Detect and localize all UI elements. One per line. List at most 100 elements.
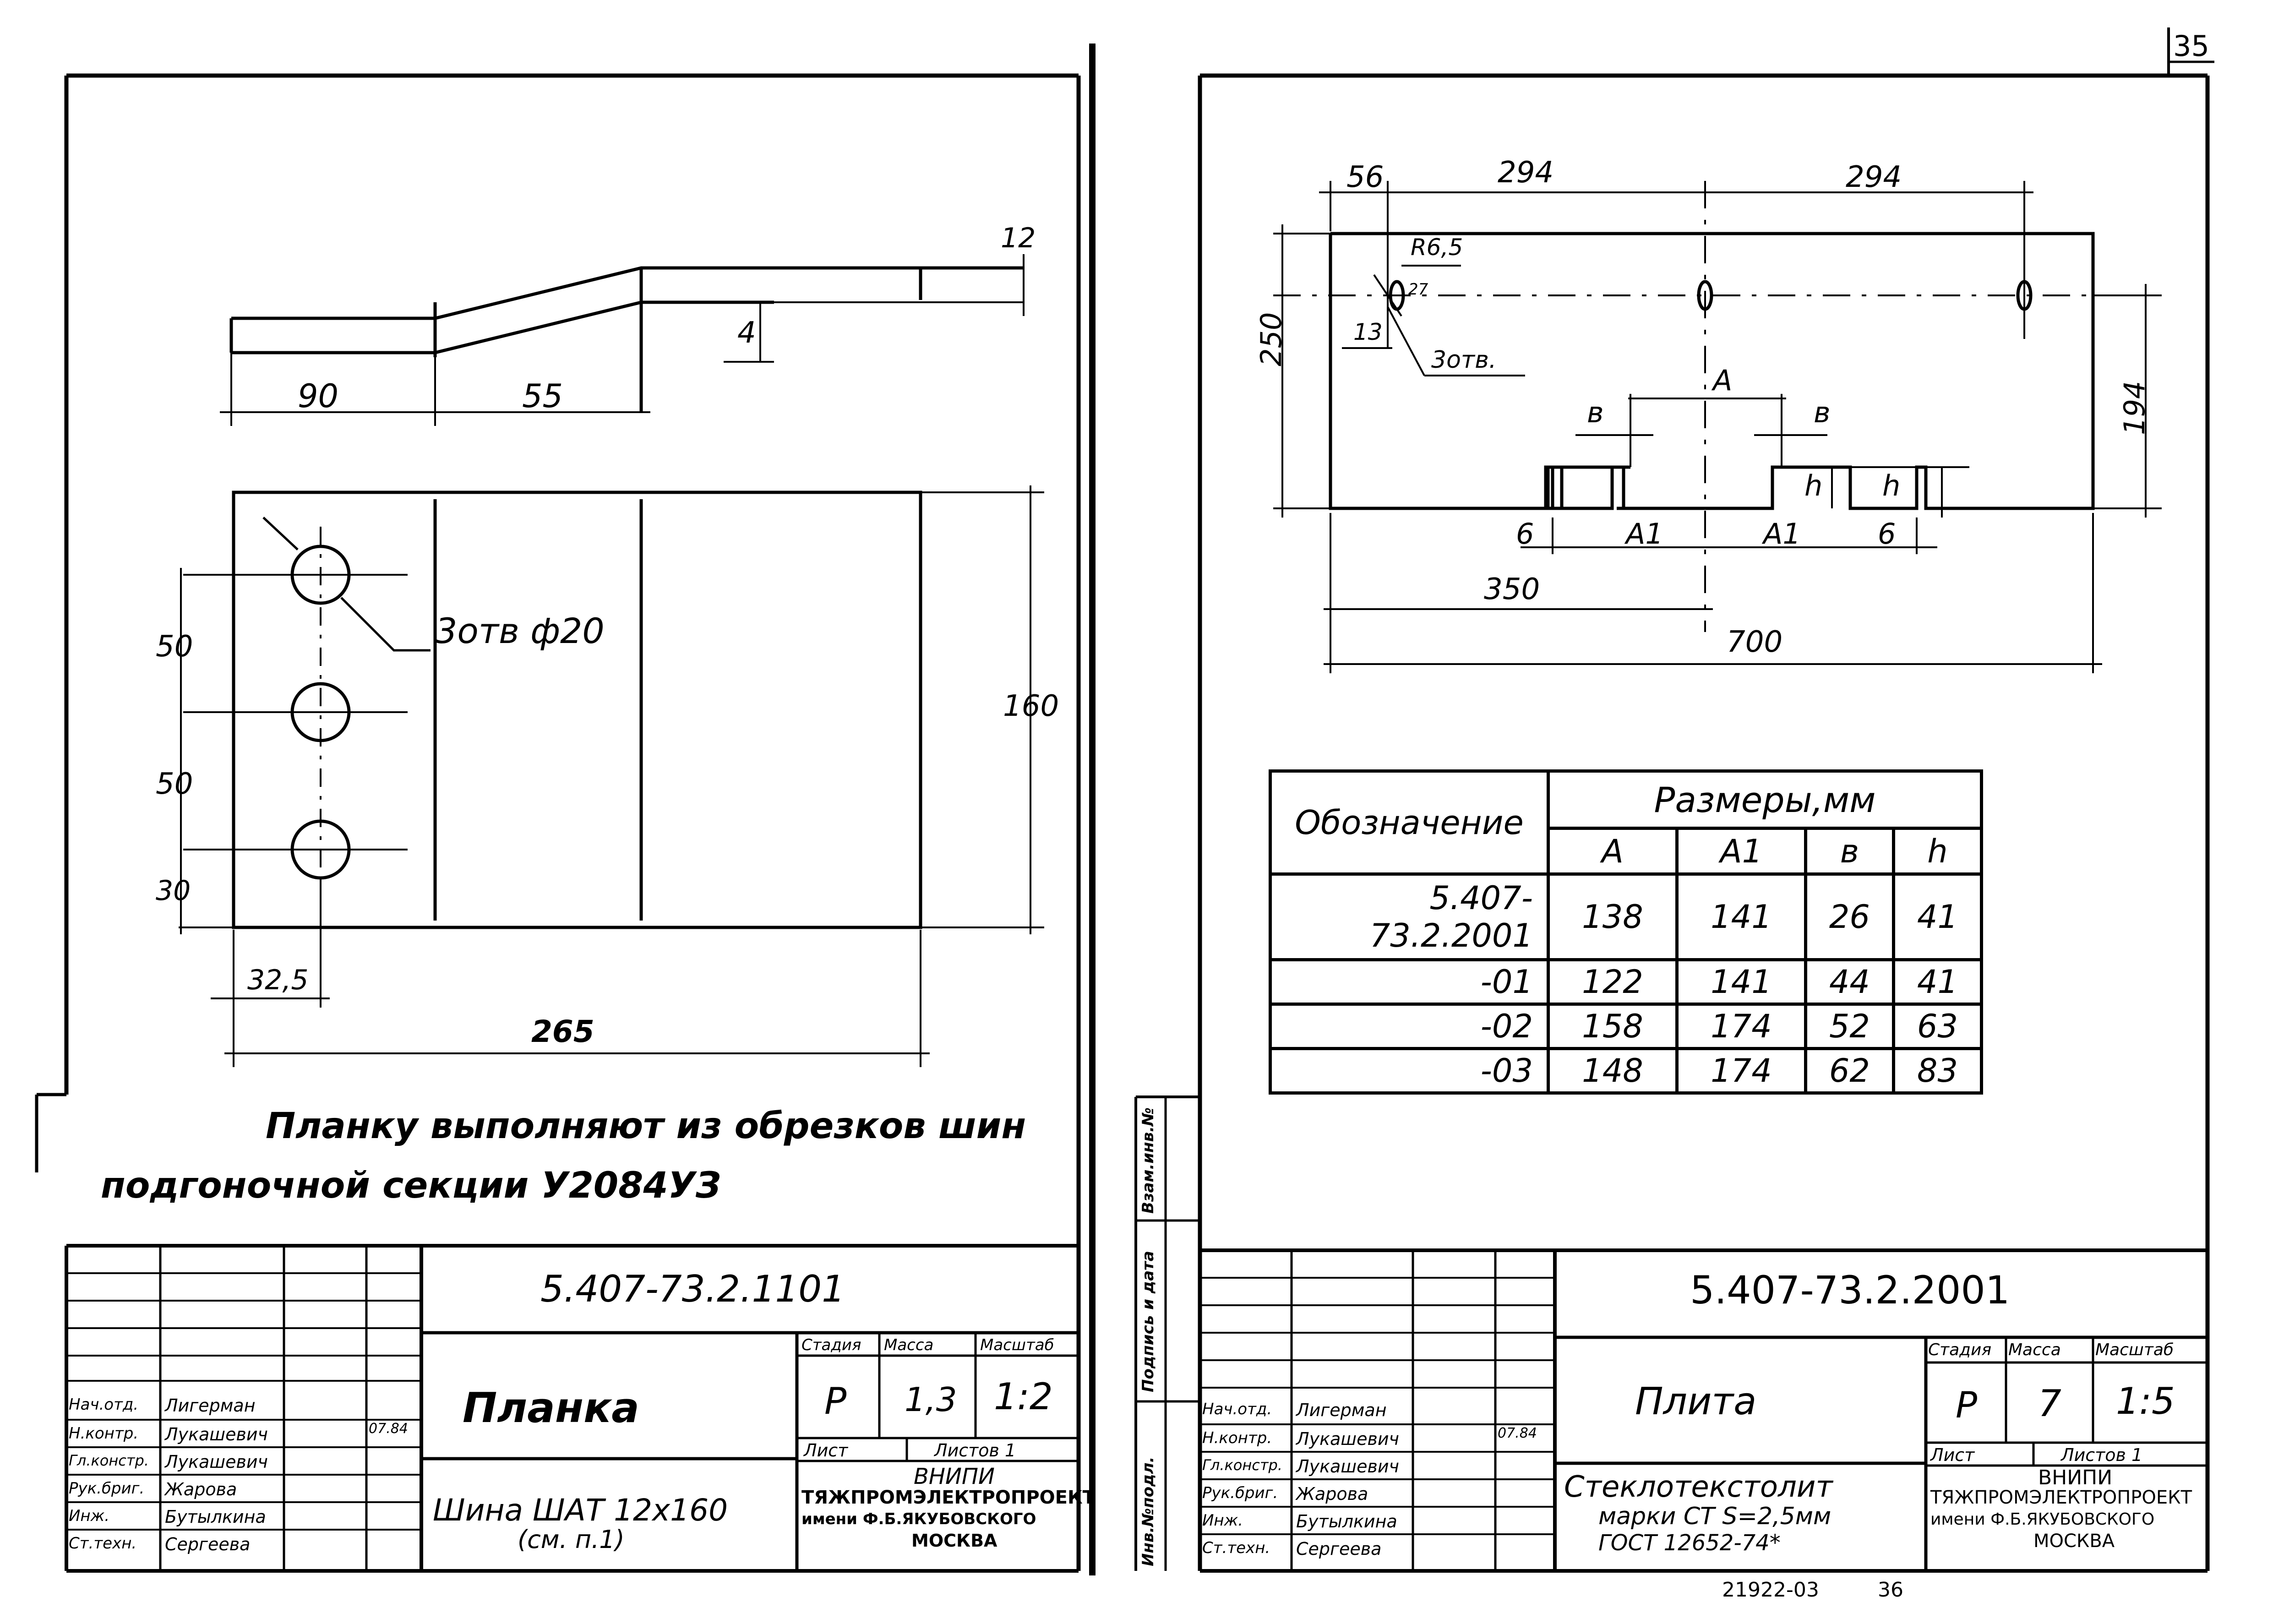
right-org-1: ВНИПИ [2038,1466,2113,1489]
row-name: -02 [1269,1002,1550,1050]
dim-50b: 50 [156,767,193,801]
dim-12: 12 [1001,222,1036,254]
right-org-4: МОСКВА [2033,1531,2115,1552]
cell: 63 [1891,1002,1984,1050]
left-title-grid [65,1244,1079,1573]
staff-role: Нач.отд. [69,1395,139,1414]
left-scale: 1:2 [994,1375,1053,1418]
cell: 122 [1547,958,1679,1006]
left-date: 07.84 [369,1421,408,1437]
staff-name: Лукашевич [165,1452,268,1472]
right-sheets: Листов 1 [2061,1445,2143,1465]
table-row: -01 122 141 44 41 [1269,958,1984,1006]
right-material-3: ГОСТ 12652-74* [1598,1530,1781,1556]
left-org-1: ВНИПИ [914,1464,995,1489]
cell: 62 [1804,1046,1895,1095]
dim-r6-5: R6,5 [1411,234,1463,261]
cell: 138 [1547,872,1679,961]
right-title-grid [1200,1248,2208,1573]
side-label-inv: Инв.№подл. [1139,1456,1157,1566]
staff-name: Бутылкина [165,1507,266,1527]
right-date: 07.84 [1498,1425,1537,1441]
right-hdr-stage: Стадия [1928,1341,1992,1359]
dim-194: 194 [2118,381,2151,435]
dim-32-5: 32,5 [247,964,309,996]
row-name: -03 [1269,1046,1550,1095]
left-stage: Р [824,1380,847,1422]
staff-role: Ст.техн. [69,1534,137,1553]
right-material-1: Стеклотекстолит [1564,1470,1833,1504]
staff-name: Жарова [1296,1484,1368,1504]
dim-700: 700 [1727,625,1783,659]
staff-role: Инж. [1202,1511,1243,1530]
left-frame [35,73,1081,1571]
dim-90: 90 [298,377,339,415]
cell: 41 [1891,958,1984,1006]
table-row: 5.407-73.2.2001 138 141 26 41 [1269,872,1984,961]
col-header: A1 [1675,827,1807,876]
left-sheet: Лист [804,1440,848,1461]
right-mass: 7 [2038,1382,2061,1425]
dim-b2: в [1814,396,1831,429]
staff-name: Сергеева [165,1534,251,1554]
staff-role: Рук.бриг. [1202,1484,1278,1502]
col-designation: Обозначение [1269,769,1550,876]
holes-label: 3отв ф20 [435,610,605,651]
dim-6b: 6 [1878,517,1896,550]
dim-h1: h [1804,469,1823,502]
dim-265: 265 [531,1014,594,1049]
group-header: Размеры,мм [1547,769,1983,830]
dim-160: 160 [1003,689,1059,723]
right-org-3: имени Ф.Б.ЯКУБОВСКОГО [1930,1510,2155,1529]
staff-role: Гл.констр. [1202,1456,1282,1474]
right-hdr-scale: Масштаб [2095,1341,2174,1359]
cell: 41 [1891,872,1984,961]
right-material-2: марки СТ S=2,5мм [1598,1503,1831,1530]
dim-6a: 6 [1516,517,1534,550]
dim-30: 30 [156,875,191,907]
cell: 26 [1804,872,1895,961]
right-org-2: ТЯЖПРОМЭЛЕКТРОПРОЕКТ [1930,1487,2192,1508]
left-mass: 1,3 [905,1380,957,1419]
right-part-name: Плита [1635,1380,1757,1423]
left-org-3: имени Ф.Б.ЯКУБОВСКОГО [801,1510,1036,1528]
right-scale: 1:5 [2116,1380,2175,1422]
staff-name: Лукашевич [165,1424,268,1444]
cell: 174 [1675,1046,1807,1095]
left-org-2: ТЯЖПРОМЭЛЕКТРОПРОЕКТ [801,1487,1095,1508]
footer-page: 36 [1878,1578,1903,1602]
left-material-1: Шина ШАТ 12х160 [433,1493,728,1528]
table-row: -02 158 174 52 63 [1269,1002,1984,1050]
cell: 158 [1547,1002,1679,1050]
staff-role: Нач.отд. [1202,1400,1272,1418]
dim-294b: 294 [1846,160,1902,194]
side-label-replace: Взам.инв.№ [1139,1107,1157,1214]
dim-a: A [1713,364,1733,397]
dim-h2: h [1882,469,1901,502]
staff-role: Гл.констр. [69,1452,149,1469]
staff-name: Бутылкина [1296,1511,1397,1531]
page-number: 35 [2173,29,2209,63]
right-hdr-mass: Масса [2008,1341,2061,1359]
right-frame [1134,27,2214,1571]
row-name: 5.407-73.2.2001 [1269,872,1550,961]
cell: 83 [1891,1046,1984,1095]
staff-name: Жарова [165,1479,237,1499]
dim-250: 250 [1254,312,1288,366]
col-header: в [1804,827,1895,876]
dim-13: 13 [1353,319,1383,345]
dim-294a: 294 [1498,156,1554,190]
dim-50a: 50 [156,630,193,664]
staff-name: Лукашевич [1296,1456,1399,1477]
left-doc-code: 5.407-73.2.1101 [540,1268,845,1310]
note-line-1: Планку выполняют из обрезков шин [266,1106,1026,1147]
left-hdr-mass: Масса [884,1336,934,1354]
busbar-profile [220,254,1025,426]
plank-plan [179,485,1044,1067]
cell: 141 [1675,872,1807,961]
dim-a1a: A1 [1626,517,1663,550]
left-hdr-scale: Масштаб [980,1336,1054,1354]
left-sheets: Листов 1 [934,1440,1016,1461]
staff-name: Лигерман [1296,1400,1387,1420]
